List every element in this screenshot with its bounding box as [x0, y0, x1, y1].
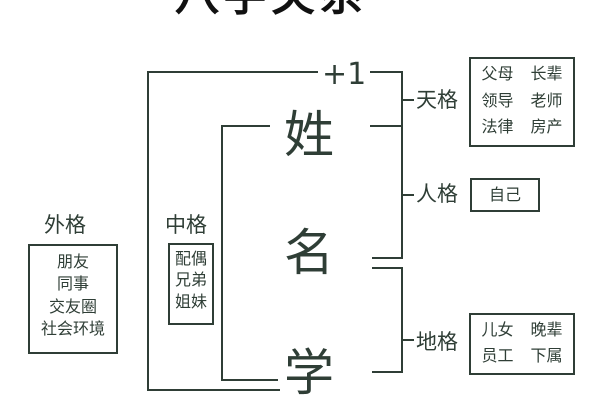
dige-label: 地格: [416, 330, 458, 354]
tiange-item: 领导: [481, 90, 514, 110]
waige-item: 交友圈: [48, 296, 97, 316]
char-xue: 学: [284, 344, 334, 400]
inner-bracket: [221, 125, 278, 381]
char-xing: 姓: [284, 106, 334, 164]
outer-bracket: [147, 71, 318, 391]
dige-item: 晚辈: [530, 320, 563, 339]
dige-item: 员工: [481, 346, 514, 365]
tiange-label: 天格: [416, 88, 458, 112]
dige-item: 儿女: [481, 320, 514, 339]
tiange-box: 父母 长辈 领导 老师 法律 房产: [469, 57, 575, 147]
tiange-item: 老师: [530, 90, 563, 110]
tiange-item: 法律: [481, 117, 514, 137]
zhongge-box: 配偶 兄弟 姐妹: [168, 243, 214, 325]
tiange-item: 父母: [481, 64, 514, 83]
waige-item: 社会环境: [40, 319, 105, 339]
tiange-item: 房产: [530, 117, 563, 137]
tiange-item: 长辈: [530, 64, 563, 83]
renge-box: 自己: [470, 178, 540, 212]
dige-item: 下属: [530, 346, 563, 365]
tiange-bracket: [370, 71, 403, 127]
waige-box: 朋友 同事 交友圈 社会环境: [28, 244, 118, 354]
dige-box: 儿女 晚辈 员工 下属: [469, 313, 575, 375]
zhongge-item: 配偶: [174, 249, 207, 268]
waige-item: 朋友: [56, 252, 89, 271]
zhongge-item: 兄弟: [174, 270, 207, 290]
char-ming: 名: [284, 224, 334, 282]
zhongge-item: 姐妹: [174, 291, 207, 311]
zhongge-label: 中格: [165, 213, 207, 237]
waige-item: 同事: [56, 274, 89, 294]
diagram-title: 八字关系: [175, 0, 367, 18]
renge-bracket: [370, 125, 403, 259]
renge-label: 人格: [416, 182, 458, 206]
plus-one-label: +1: [322, 57, 367, 92]
waige-label: 外格: [44, 213, 86, 237]
dige-bracket: [372, 267, 403, 373]
renge-item: 自己: [488, 184, 521, 204]
